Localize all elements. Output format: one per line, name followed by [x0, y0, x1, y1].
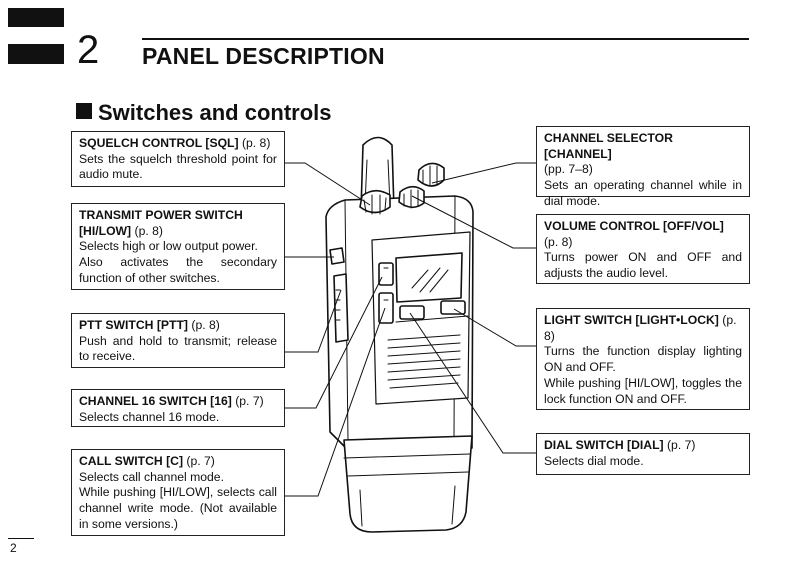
page-number-rule	[8, 538, 34, 539]
callout-title: DIAL SWITCH [DIAL]	[544, 438, 664, 452]
page-number: 2	[10, 541, 17, 555]
callout-description: Selects dial mode.	[544, 453, 644, 468]
callout-description: While pushing [HI/LOW], selects call cha…	[79, 485, 277, 531]
callout-transmit-power-switch: TRANSMIT POWER SWITCH [HI/LOW] (p. 8) Se…	[71, 203, 285, 290]
callout-light-switch: LIGHT SWITCH [LIGHT•LOCK] (p. 8) Turns t…	[536, 308, 750, 410]
callout-title: VOLUME CONTROL [OFF/VOL]	[544, 219, 724, 233]
callout-description: Sets an operating channel while in dial …	[544, 178, 742, 208]
callout-title: CHANNEL 16 SWITCH [16]	[79, 394, 232, 408]
callout-page-ref: (p. 8)	[131, 223, 163, 238]
callout-channel-selector: CHANNEL SELECTOR [CHANNEL] (pp. 7–8) Set…	[536, 126, 750, 208]
callout-description: Also activates the secondary function of…	[79, 255, 277, 285]
callout-ptt-switch: PTT SWITCH [PTT] (p. 8) Push and hold to…	[71, 313, 285, 368]
chapter-marker-bar-bottom	[8, 44, 64, 64]
callout-title: PTT SWITCH [PTT]	[79, 318, 188, 332]
callout-page-ref: (pp. 7–8)	[544, 162, 593, 177]
callout-title: LIGHT SWITCH [LIGHT•LOCK]	[544, 313, 719, 327]
callout-channel16-switch: CHANNEL 16 SWITCH [16] (p. 7) Selects ch…	[71, 389, 285, 427]
callout-description: Turns the function display lighting ON a…	[544, 344, 742, 375]
callout-description: Selects call channel mode.	[79, 469, 224, 484]
callout-page-ref: (p. 8)	[544, 234, 573, 249]
callout-description: While pushing [HI/LOW], toggles the lock…	[544, 375, 742, 406]
callout-page-ref: (p. 7)	[231, 394, 264, 408]
callout-title: CHANNEL SELECTOR [CHANNEL]	[544, 131, 673, 161]
callout-description: Sets the squelch threshold point for aud…	[79, 151, 277, 182]
section-square-bullet	[76, 103, 92, 119]
section-title: Switches and controls	[98, 100, 332, 125]
callout-page-ref: (p. 7)	[183, 454, 215, 468]
callout-description: Selects channel 16 mode.	[79, 409, 220, 424]
chapter-number: 2	[77, 28, 100, 72]
callout-title: SQUELCH CONTROL [SQL]	[79, 136, 239, 150]
callout-squelch-control: SQUELCH CONTROL [SQL] (p. 8) Sets the sq…	[71, 131, 285, 187]
callout-title: TRANSMIT POWER SWITCH [HI/LOW]	[79, 208, 243, 238]
callout-description: Selects high or low output power.	[79, 239, 258, 254]
callout-page-ref: (p. 8)	[238, 136, 271, 150]
chapter-marker-bar-top	[8, 8, 64, 27]
callout-dial-switch: DIAL SWITCH [DIAL] (p. 7) Selects dial m…	[536, 433, 750, 475]
chapter-rule	[142, 38, 749, 40]
callout-description: Turns power ON and OFF and adjusts the a…	[544, 250, 742, 281]
callout-title: CALL SWITCH [C]	[79, 454, 184, 468]
callout-page-ref: (p. 8)	[544, 313, 737, 343]
callout-page-ref: (p. 8)	[188, 318, 220, 332]
callout-description: Push and hold to transmit; release to re…	[79, 333, 277, 364]
chapter-title: PANEL DESCRIPTION	[142, 43, 385, 69]
callout-page-ref: (p. 7)	[663, 438, 696, 452]
callout-call-switch: CALL SWITCH [C] (p. 7) Selects call chan…	[71, 449, 285, 536]
callout-volume-control: VOLUME CONTROL [OFF/VOL] (p. 8) Turns po…	[536, 214, 750, 284]
